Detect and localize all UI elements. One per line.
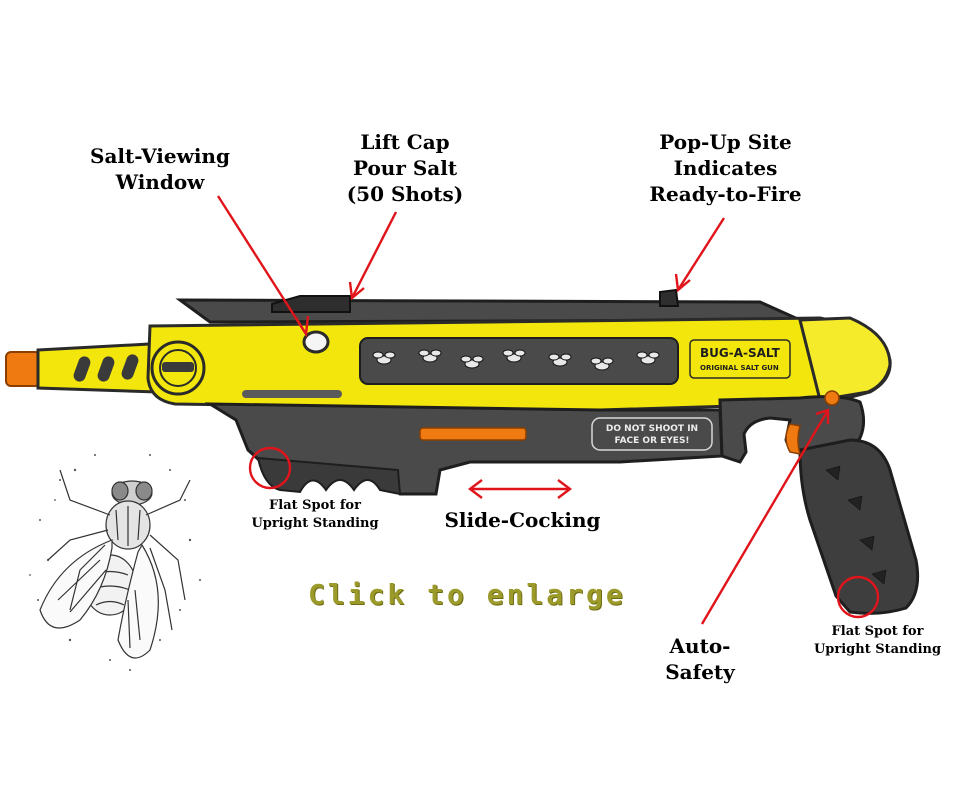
click-to-enlarge-link[interactable]: Click to enlarge	[308, 578, 626, 611]
callout-flat-spot-front-line1: Flat Spot for	[269, 498, 361, 513]
callout-pop-up-line1: Pop-Up Site	[659, 130, 792, 154]
callout-flat-spot-front-line2: Upright Standing	[251, 516, 379, 531]
callout-pop-up-line2: Indicates	[673, 156, 778, 180]
trigger	[785, 423, 802, 455]
callout-salt-window-line2: Window	[115, 170, 205, 194]
warning-line1: DO NOT SHOOT IN	[606, 424, 698, 434]
callout-auto-safety: Auto- Safety	[650, 633, 750, 685]
lift-cap	[271, 295, 351, 313]
callout-lift-cap: Lift Cap Pour Salt (50 Shots)	[330, 129, 480, 207]
salt-gun[interactable]: BUG-A-SALT ORIGINAL SALT GUN DO NOT SHOO…	[5, 288, 920, 615]
callout-pop-up-line3: Ready-to-Fire	[649, 182, 802, 206]
subbrand-label: ORIGINAL SALT GUN	[700, 364, 779, 372]
warning-line2: FACE OR EYES!	[614, 436, 689, 446]
slide-stripe	[419, 427, 527, 441]
callout-lift-cap-line2: Pour Salt	[352, 156, 458, 180]
callout-pop-up-site: Pop-Up Site Indicates Ready-to-Fire	[628, 129, 823, 207]
pistol-grip	[798, 438, 920, 615]
callout-auto-safety-line1: Auto-	[669, 634, 731, 658]
muzzle-tip	[5, 351, 41, 387]
callout-flat-spot-rear-line1: Flat Spot for	[831, 624, 924, 639]
callout-auto-safety-line2: Safety	[665, 660, 735, 684]
callout-flat-spot-rear: Flat Spot for Upright Standing	[795, 623, 960, 659]
callout-lift-cap-line3: (50 Shots)	[346, 182, 464, 206]
annotation-arrows	[216, 195, 880, 625]
fly-sketch	[29, 454, 201, 671]
callout-slide-cocking: Slide-Cocking	[444, 508, 601, 532]
callout-salt-window-line1: Salt-Viewing	[90, 144, 230, 168]
callout-flat-spot-front: Flat Spot for Upright Standing	[240, 497, 390, 533]
pop-up-sight	[659, 288, 680, 307]
callout-lift-cap-line1: Lift Cap	[360, 130, 450, 154]
salt-window	[302, 330, 330, 354]
barrel	[36, 342, 158, 394]
callout-flat-spot-rear-line2: Upright Standing	[813, 642, 942, 657]
brand-label: BUG-A-SALT	[700, 346, 781, 360]
callout-salt-window: Salt-Viewing Window	[80, 143, 240, 195]
safety-knob	[824, 390, 840, 406]
